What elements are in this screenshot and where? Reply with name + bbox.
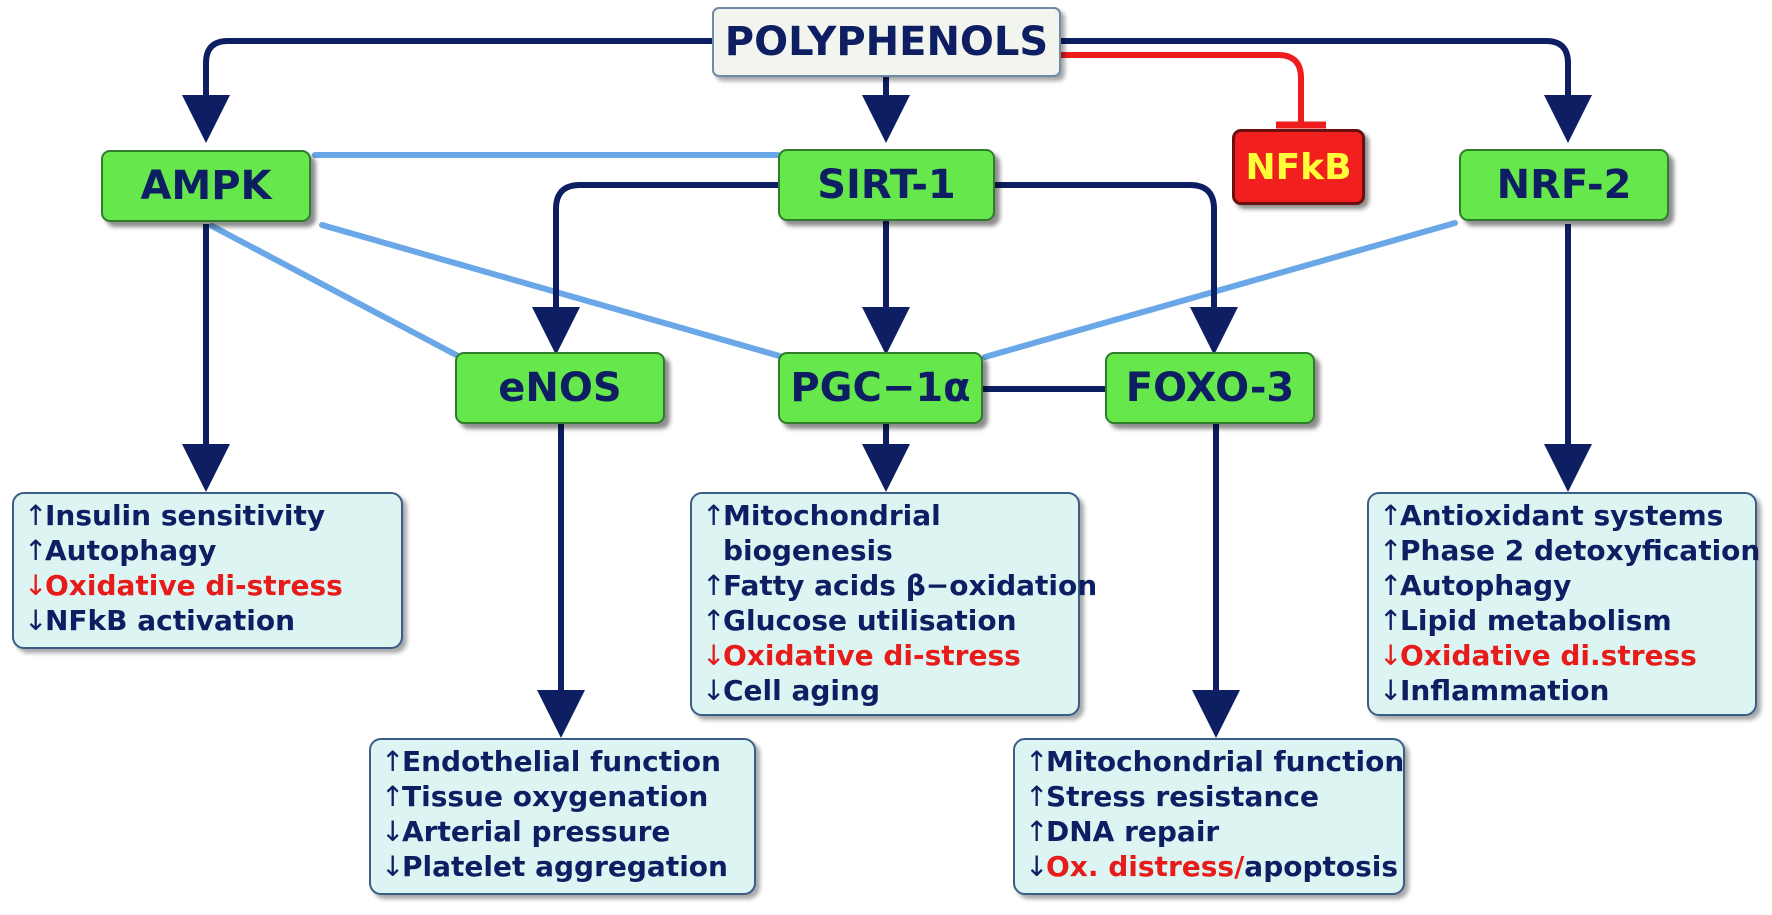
ampk-effects-box: ↑Insulin sensitivity ↑Autophagy ↓Oxidati… <box>12 492 403 649</box>
effect-text: Antioxidant systems <box>1400 499 1724 532</box>
effect-item: ↑Mitochondrial biogenesis <box>702 498 1068 568</box>
up-arrow-icon: ↑ <box>1025 745 1049 778</box>
effect-text: Phase 2 detoxyfication <box>1400 534 1761 567</box>
up-arrow-icon: ↑ <box>1379 604 1403 637</box>
effect-text: Autophagy <box>1400 569 1572 602</box>
effect-item: ↓Arterial pressure <box>381 814 744 849</box>
effect-text: Mitochondrial biogenesis <box>723 499 941 567</box>
down-arrow-icon: ↓ <box>1379 639 1403 672</box>
up-arrow-icon: ↑ <box>24 534 48 567</box>
inhibition-line-polyphenols-nfkb <box>1061 52 1304 123</box>
effect-text: Mitochondrial function <box>1046 745 1405 778</box>
foxo3-effects-box: ↑Mitochondrial function ↑Stress resistan… <box>1013 738 1405 895</box>
up-arrow-icon: ↑ <box>381 745 405 778</box>
effect-text: Autophagy <box>45 534 217 567</box>
effect-text: Oxidative di-stress <box>45 569 343 602</box>
effect-item: ↑Mitochondrial function <box>1025 744 1404 779</box>
effect-text: Stress resistance <box>1046 780 1319 813</box>
ampk-pgc1a-association <box>319 222 786 360</box>
effect-item: ↑Glucose utilisation <box>702 603 1068 638</box>
effect-item: ↓Cell aging <box>702 673 1068 708</box>
down-arrow-icon: ↓ <box>381 850 405 883</box>
pgc1a-effects-box: ↑Mitochondrial biogenesis ↑Fatty acids β… <box>690 492 1097 716</box>
effect-text: DNA repair <box>1046 815 1220 848</box>
down-arrow-icon: ↓ <box>702 674 726 707</box>
effect-text-negative-part: Ox. distress/ <box>1046 850 1245 883</box>
effect-item: ↑Stress resistance <box>1025 779 1393 814</box>
nrf2-effects-box: ↑Antioxidant systems ↑Phase 2 detoxyfica… <box>1367 492 1760 716</box>
up-arrow-icon: ↑ <box>1025 815 1049 848</box>
arrow-polyphenols-ampk <box>182 38 712 143</box>
effect-item: ↓Platelet aggregation <box>381 849 744 884</box>
up-arrow-icon: ↑ <box>702 604 726 637</box>
pgc1a-node: PGC−1α <box>778 352 983 424</box>
effect-item: ↑Endothelial function <box>381 744 744 779</box>
down-arrow-icon: ↓ <box>24 569 48 602</box>
ampk-node: AMPK <box>101 150 311 222</box>
effect-text: Cell aging <box>723 674 880 707</box>
down-arrow-icon: ↓ <box>1379 674 1403 707</box>
polyphenols-node: POLYPHENOLS <box>712 7 1061 77</box>
down-arrow-icon: ↓ <box>24 604 48 637</box>
effect-item: ↑Autophagy <box>24 533 391 568</box>
effect-item: ↓Oxidative di-stress <box>702 638 1068 673</box>
enos-node: eNOS <box>455 352 665 424</box>
association-lines <box>209 152 1458 360</box>
down-arrow-icon: ↓ <box>1025 850 1049 883</box>
effect-item: ↑Phase 2 detoxyfication <box>1379 533 1760 568</box>
up-arrow-icon: ↑ <box>1379 499 1403 532</box>
effect-text: Lipid metabolism <box>1400 604 1672 637</box>
up-arrow-icon: ↑ <box>1379 534 1403 567</box>
effect-item: ↓NFkB activation <box>24 603 391 638</box>
inhibition-connector <box>1061 52 1326 129</box>
effect-text: Platelet aggregation <box>402 850 728 883</box>
effect-item: ↑Fatty acids β−oxidation <box>702 568 1097 603</box>
effect-text: NFkB activation <box>45 604 296 637</box>
effect-item: ↓Inflammation <box>1379 673 1745 708</box>
down-arrow-icon: ↓ <box>381 815 405 848</box>
effect-text: Endothelial function <box>402 745 721 778</box>
effect-item: ↑Autophagy <box>1379 568 1745 603</box>
up-arrow-icon: ↑ <box>1025 780 1049 813</box>
effect-item: ↑DNA repair <box>1025 814 1393 849</box>
up-arrow-icon: ↑ <box>381 780 405 813</box>
up-arrow-icon: ↑ <box>1379 569 1403 602</box>
effect-text: Tissue oxygenation <box>402 780 709 813</box>
effect-text: Inflammation <box>1400 674 1610 707</box>
effect-item: ↑Antioxidant systems <box>1379 498 1745 533</box>
effect-text: Arterial pressure <box>402 815 671 848</box>
up-arrow-icon: ↑ <box>702 569 726 602</box>
down-arrow-icon: ↓ <box>702 639 726 672</box>
effect-text: Fatty acids β−oxidation <box>723 569 1098 602</box>
effect-text: Ox. distress/apoptosis <box>1046 849 1398 884</box>
effect-item: ↑Tissue oxygenation <box>381 779 744 814</box>
arrow-polyphenols-nrf2 <box>1061 38 1592 143</box>
enos-effects-box: ↑Endothelial function ↑Tissue oxygenatio… <box>369 738 756 895</box>
ampk-enos-association <box>209 223 463 360</box>
effect-item: ↓Ox. distress/apoptosis <box>1025 849 1398 884</box>
up-arrow-icon: ↑ <box>702 499 726 532</box>
activation-arrows <box>182 38 1592 738</box>
effect-text-part: apoptosis <box>1244 850 1399 883</box>
effect-item: ↓Oxidative di-stress <box>24 568 391 603</box>
effect-text: Insulin sensitivity <box>45 499 326 532</box>
up-arrow-icon: ↑ <box>24 499 48 532</box>
effect-text: Oxidative di.stress <box>1400 639 1697 672</box>
effect-item: ↑Lipid metabolism <box>1379 603 1745 638</box>
effect-item: ↓Oxidative di.stress <box>1379 638 1745 673</box>
nrf2-node: NRF-2 <box>1459 149 1669 221</box>
nrf2-pgc1a-association <box>982 220 1458 360</box>
foxo3-node: FOXO-3 <box>1105 352 1315 424</box>
arrow-sirt1-foxo3 <box>995 182 1238 355</box>
effect-item: ↑Insulin sensitivity <box>24 498 391 533</box>
sirt1-node: SIRT-1 <box>778 149 995 221</box>
effect-text: Oxidative di-stress <box>723 639 1021 672</box>
arrow-sirt1-enos <box>532 182 778 355</box>
nfkb-node: NFkB <box>1232 129 1365 205</box>
effect-text: Glucose utilisation <box>723 604 1017 637</box>
